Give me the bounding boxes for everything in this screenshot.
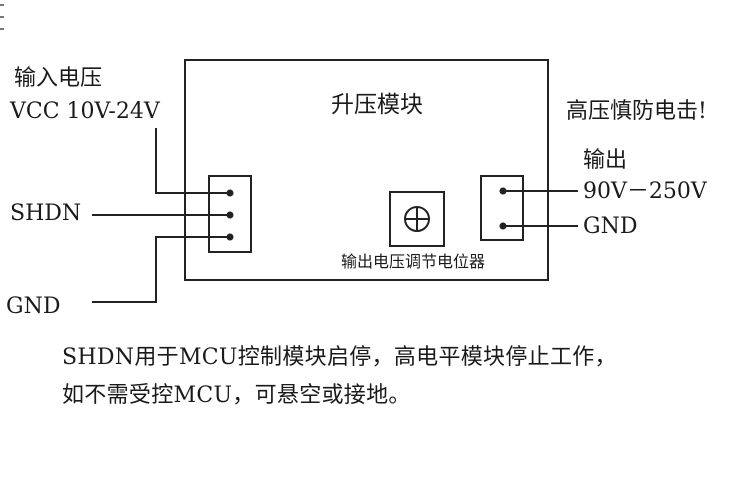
module-box: [184, 59, 549, 281]
potentiometer: [389, 191, 445, 247]
output-gnd-label: GND: [583, 214, 638, 239]
input-voltage-title: 输入电压: [14, 66, 103, 91]
vcc-wire: [155, 128, 230, 194]
module-title: 升压模块: [331, 92, 423, 118]
note-line-1: SHDN用于MCU控制模块启停，高电平模块停止工作，: [62, 345, 617, 370]
gnd-label: GND: [6, 294, 61, 319]
output-voltage-label: 90V－250V: [583, 179, 707, 204]
output-title: 输出: [583, 148, 628, 173]
high-voltage-warning: 高压慎防电击!: [566, 99, 707, 124]
edge-artifact: [0, 28, 4, 30]
shdn-label: SHDN: [10, 201, 82, 226]
gnd-wire: [92, 236, 230, 303]
output-connector: [480, 175, 524, 241]
edge-artifact: [0, 16, 4, 18]
note-line-2: 如不需受控MCU，可悬空或接地。: [62, 383, 411, 408]
vcc-label: VCC 10V-24V: [10, 99, 160, 124]
potentiometer-label: 输出电压调节电位器: [341, 252, 486, 271]
edge-artifact: [0, 4, 4, 6]
